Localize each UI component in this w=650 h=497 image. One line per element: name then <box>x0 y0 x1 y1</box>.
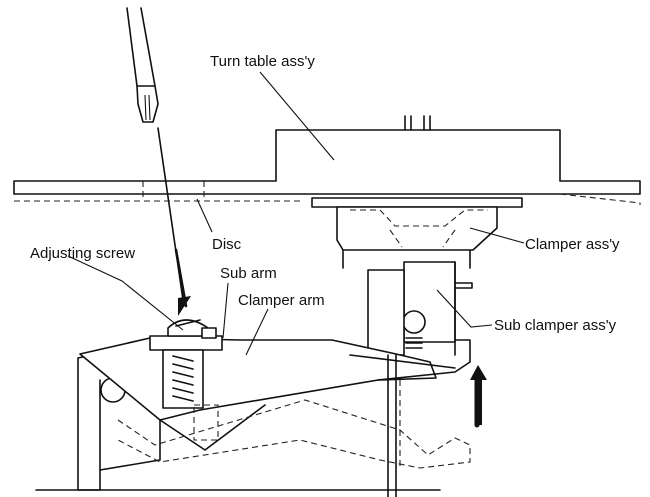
spring-icon <box>172 355 194 402</box>
adjusting-screw <box>167 319 217 339</box>
sub-arm <box>149 335 223 441</box>
label-adjusting-screw: Adjusting screw <box>30 245 135 262</box>
guide-post <box>387 354 397 497</box>
label-clamper-arm: Clamper arm <box>238 292 325 309</box>
leader-lines <box>67 71 525 356</box>
label-turn-table: Turn table ass'y <box>210 53 315 70</box>
arrow-down-icon <box>174 248 191 316</box>
sub-clamper-assembly <box>367 261 473 356</box>
arrow-up-icon <box>470 365 487 428</box>
turntable-assembly <box>13 115 641 205</box>
clamper-assembly <box>311 197 523 269</box>
movement-outline <box>117 399 471 469</box>
label-sub-clamper: Sub clamper ass'y <box>494 317 617 334</box>
screwdriver-icon <box>126 7 159 123</box>
label-clamper-assy: Clamper ass'y <box>525 236 620 253</box>
label-sub-arm: Sub arm <box>220 265 277 282</box>
label-disc: Disc <box>212 236 242 253</box>
